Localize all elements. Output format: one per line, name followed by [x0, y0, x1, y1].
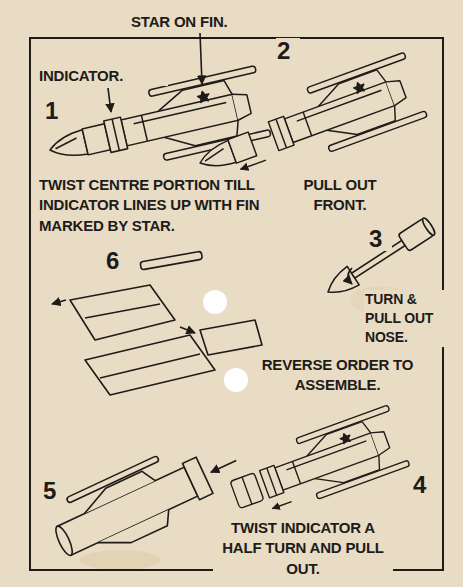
step-number: 4 [412, 472, 436, 497]
step-number: 1 [44, 98, 68, 123]
step-number: 2 [276, 38, 300, 63]
instruction-text: TURN & PULL OUT NOSE. [364, 290, 444, 347]
callout-label: STAR ON FIN. [130, 12, 290, 32]
instruction-text: REVERSE ORDER TO ASSEMBLE. [250, 355, 425, 396]
callout-label: INDICATOR. [38, 66, 168, 86]
instruction-text: TWIST CENTRE PORTION TILL INDICATOR LINE… [38, 175, 266, 236]
step-number: 5 [42, 478, 66, 503]
step-number: 6 [105, 248, 129, 273]
instruction-text: TWIST INDICATOR A HALF TURN AND PULL OUT… [213, 518, 393, 579]
instruction-text: PULL OUT FRONT. [280, 175, 400, 216]
step-number: 3 [368, 226, 392, 251]
